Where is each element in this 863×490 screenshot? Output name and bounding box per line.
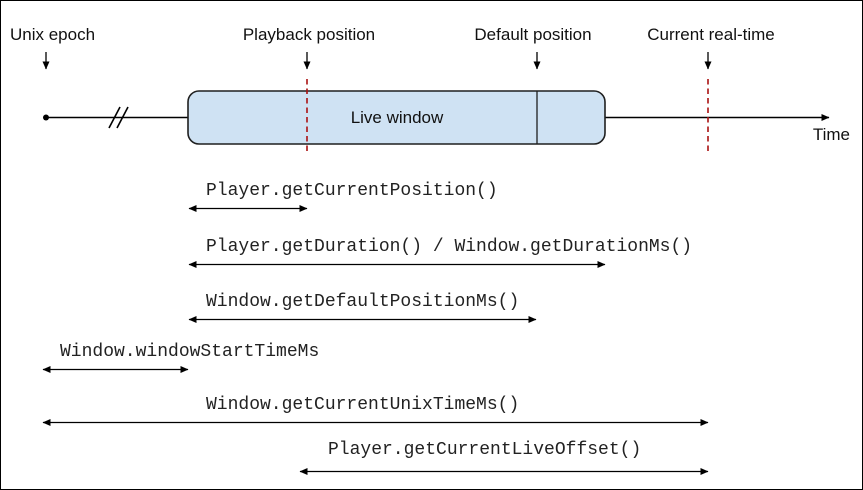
axis-break — [108, 106, 129, 129]
duration-code-label: Player.getDuration() / Window.getDuratio… — [206, 237, 693, 257]
playback-position-label: Playback position — [242, 25, 376, 44]
window-start-time-code-label: Window.windowStartTimeMs — [60, 342, 320, 362]
live-window-box — [187, 90, 606, 145]
time-axis-label: Time — [812, 125, 850, 144]
marker-pointer-arrows — [42, 52, 712, 70]
timeline-origin-dot — [43, 114, 49, 121]
measure-arrows — [42, 205, 709, 475]
default-position-code-label: Window.getDefaultPositionMs() — [206, 292, 520, 312]
current-position-code-label: Player.getCurrentPosition() — [206, 181, 498, 201]
current-live-offset-code-label: Player.getCurrentLiveOffset() — [328, 440, 642, 460]
current-real-time-label: Current real-time — [647, 25, 775, 44]
unix-epoch-label: Unix epoch — [10, 25, 96, 44]
default-position-label: Default position — [474, 25, 592, 44]
current-unix-time-code-label: Window.getCurrentUnixTimeMs() — [206, 395, 520, 415]
live-window-label: Live window — [350, 108, 444, 127]
axis-break-slash-1 — [108, 106, 121, 129]
axis-break-slash-2 — [116, 106, 129, 129]
